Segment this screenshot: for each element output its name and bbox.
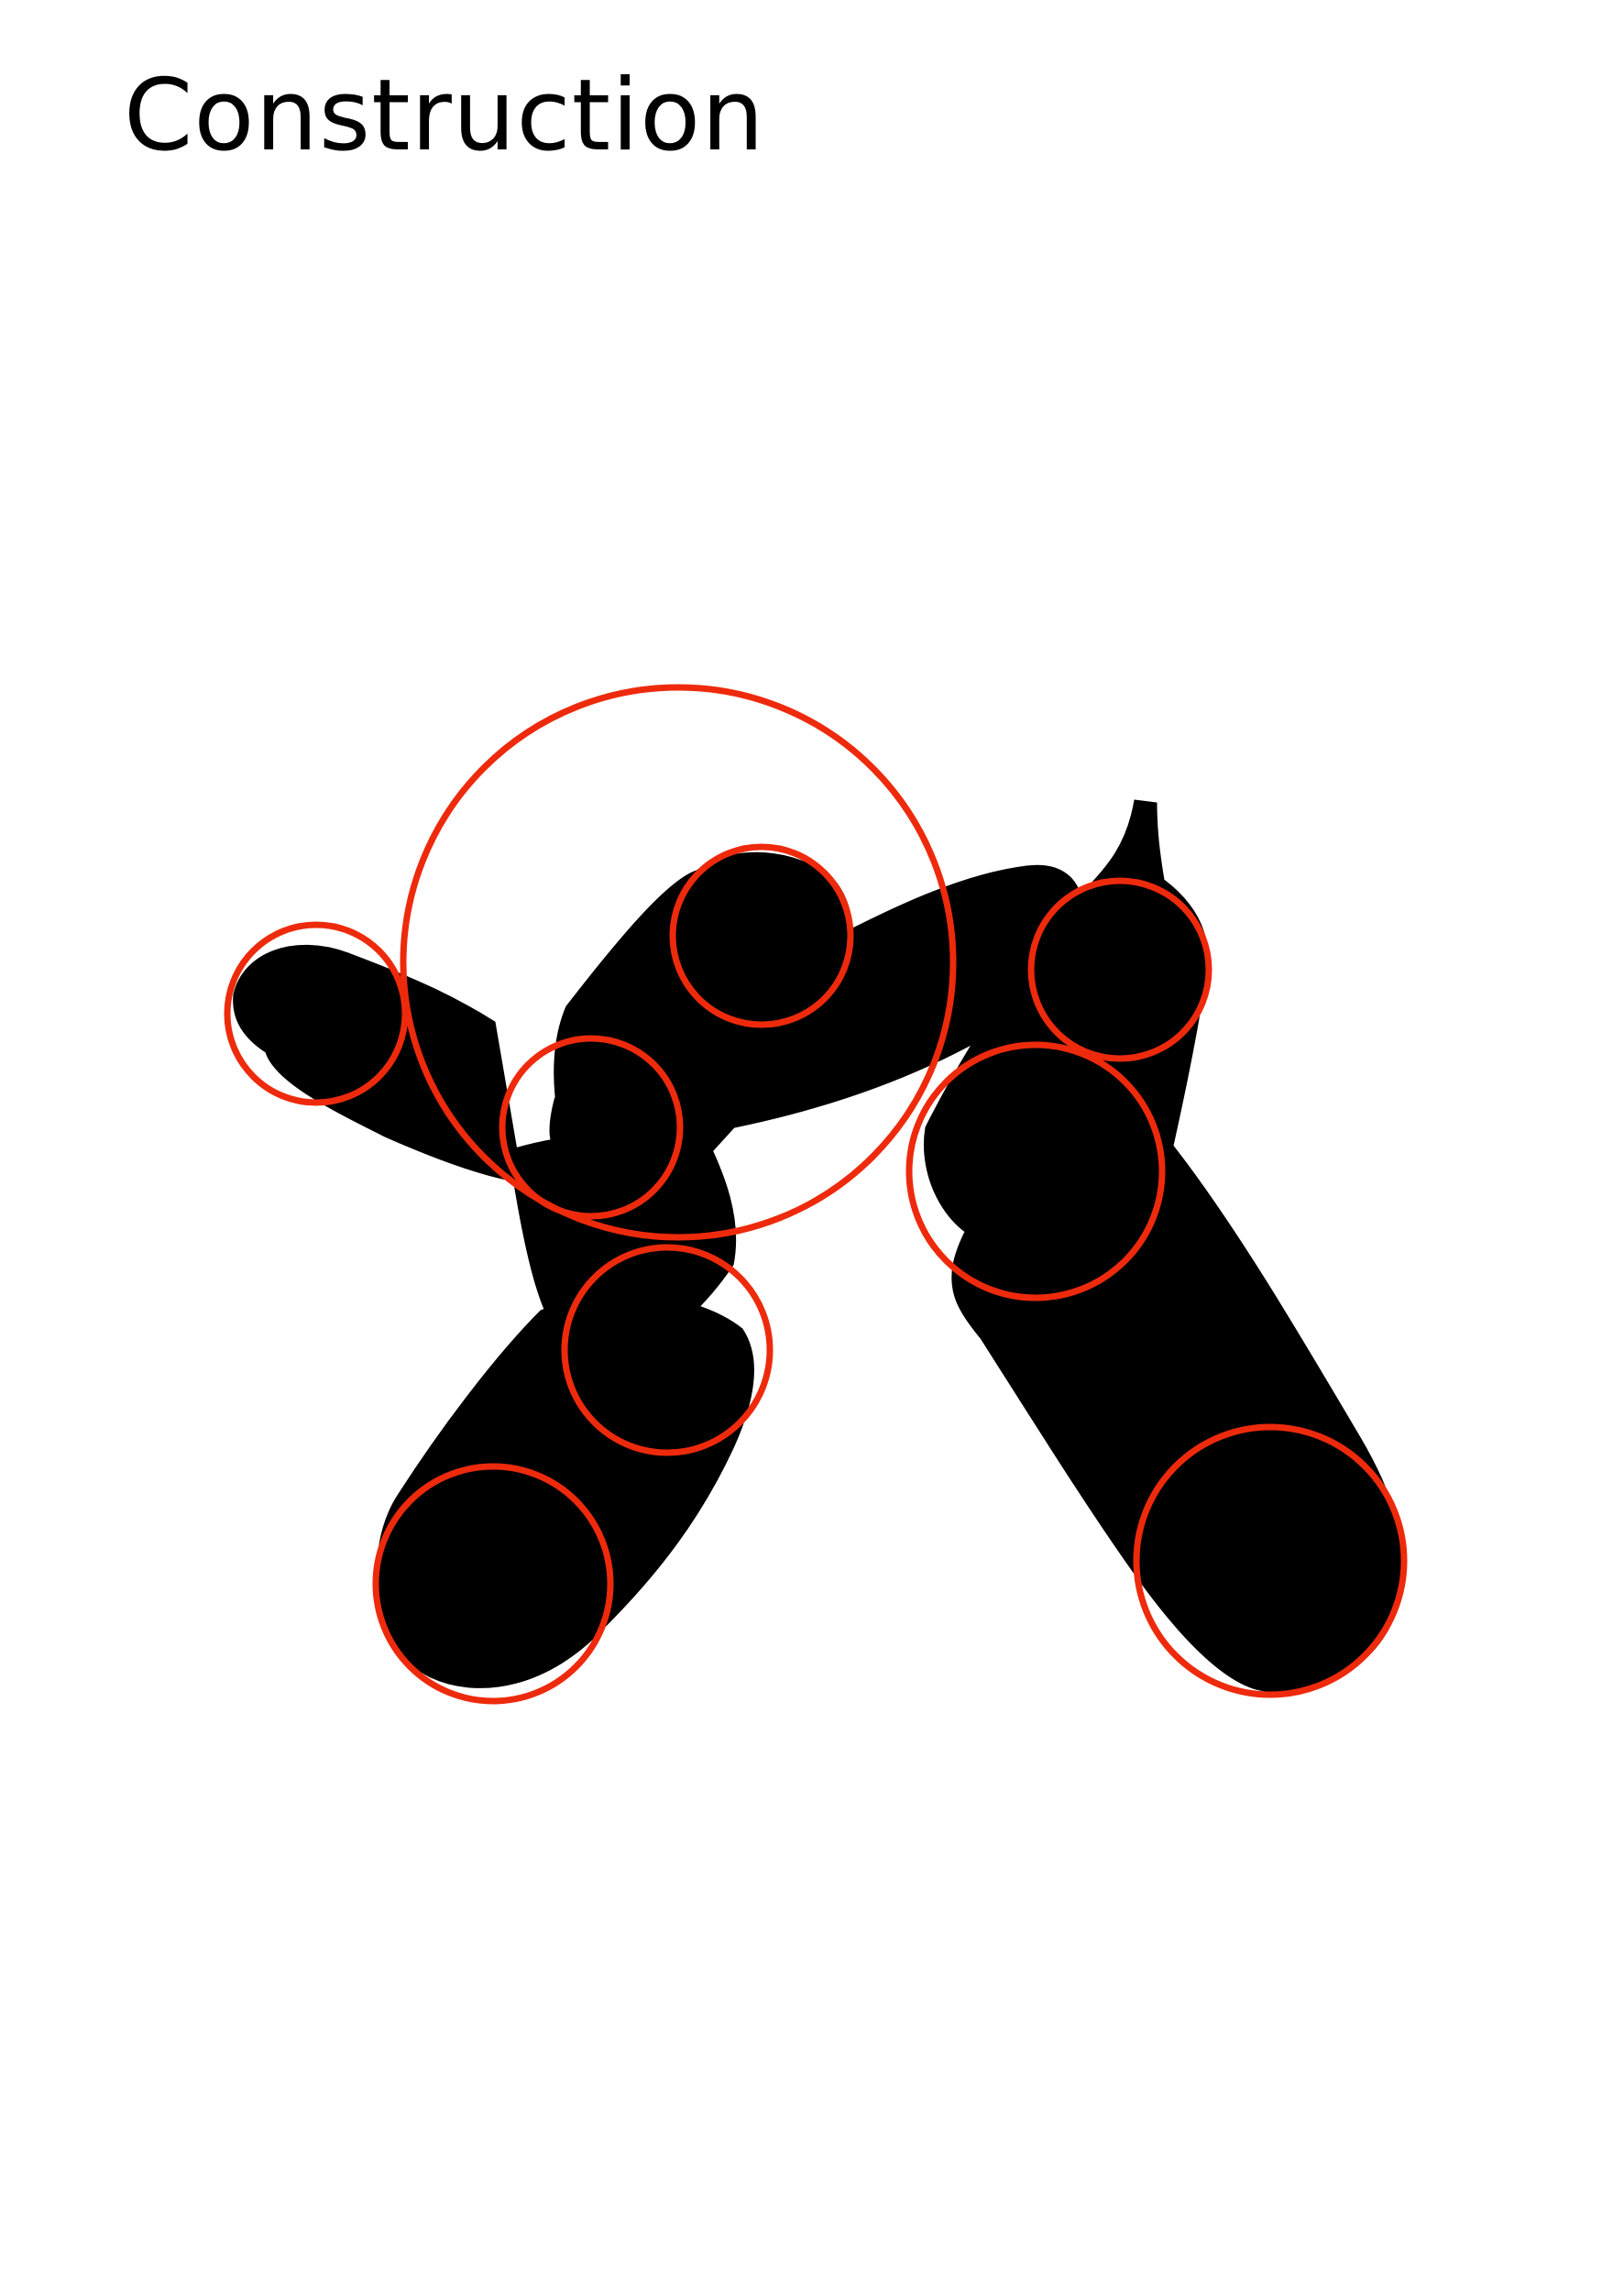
construction-circle-back-foot	[1133, 1423, 1408, 1698]
balloon-dog-silhouette	[233, 799, 1404, 1692]
construction-circles	[224, 684, 1408, 1705]
construction-circle-ear-tip	[669, 843, 854, 1028]
page-title: Construction	[124, 59, 765, 173]
construction-circle-front-foot	[372, 1463, 614, 1705]
construction-circle-snout-tip	[224, 921, 409, 1106]
construction-circle-head-joint	[499, 1035, 684, 1220]
construction-circle-neck-joint	[561, 1244, 774, 1456]
construction-circle-tail-joint	[1027, 877, 1213, 1062]
construction-circle-head	[400, 684, 957, 1241]
construction-circle-hip-joint	[905, 1041, 1166, 1301]
balloon-snout	[233, 944, 523, 1183]
